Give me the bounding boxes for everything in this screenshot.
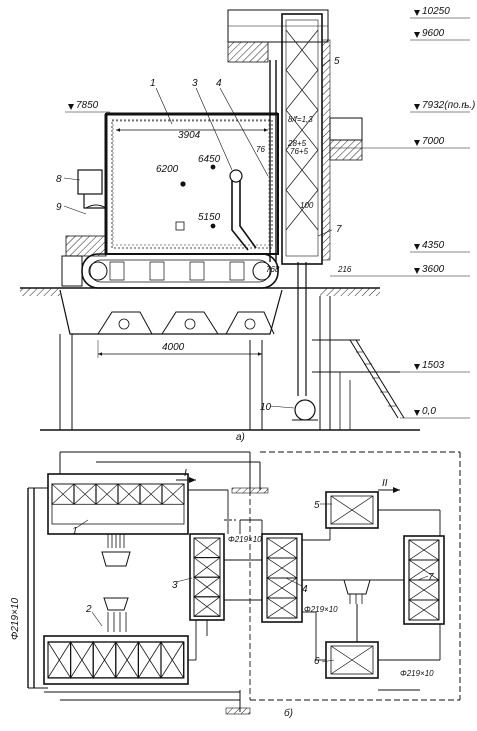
dimension-768: 768 (266, 265, 280, 274)
pipe-label-c: Φ219×10 (400, 669, 434, 678)
elevation-4350: 4350 (422, 240, 445, 251)
elevation-10250: 10250 (422, 6, 450, 17)
elevation-lines (65, 17, 470, 419)
ratio-label-3: 76+5 (290, 147, 309, 156)
pipe-label-a: Φ219×10 (228, 535, 262, 544)
pipe-label-b: Φ219×10 (304, 605, 338, 614)
elevation-0: 0,0 (422, 406, 436, 417)
callout-3: 3 (192, 78, 198, 89)
ratio-label-1: 8/f=1,3 (288, 115, 313, 124)
callout-b-1: 1 (72, 526, 78, 537)
section-a-labels: 10250 9600 7932(по.ѣ.) 7850 7000 4350 36… (56, 6, 475, 443)
dimension-6200: 6200 (156, 164, 179, 175)
callout-9: 9 (56, 202, 62, 213)
pipe-label-vertical: Φ219×10 (10, 598, 21, 640)
section-b (27, 451, 461, 715)
callout-b-3: 3 (172, 580, 178, 591)
caption-b: б) (284, 707, 293, 719)
callout-b-6: 6 (314, 656, 320, 667)
callout-b-5: 5 (314, 500, 320, 511)
callout-7: 7 (336, 224, 342, 235)
elevation-3600: 3600 (422, 264, 445, 275)
caption-a: а) (236, 432, 245, 443)
arrow-label-I: I (184, 468, 187, 479)
elevation-7000: 7000 (422, 136, 445, 147)
section-b-labels: Φ219×10 Φ219×10 Φ219×10 Φ219×10 1 2 3 4 … (10, 468, 434, 719)
callout-10: 10 (260, 402, 272, 413)
elevation-markers (68, 10, 420, 416)
elevation-7932: 7932(по.ѣ.) (422, 100, 475, 111)
dimension-6450: 6450 (198, 154, 221, 165)
arrow-label-II: II (382, 478, 388, 489)
callout-b-2: 2 (85, 604, 92, 615)
callout-8: 8 (56, 174, 62, 185)
section-a (20, 9, 470, 431)
dimension-100: 100 (300, 201, 314, 210)
dimension-76: 76 (256, 145, 265, 154)
callout-5: 5 (334, 56, 340, 67)
ratio-label-2: 28+5 (287, 139, 307, 148)
elevation-1503: 1503 (422, 360, 445, 371)
callout-b-4: 4 (302, 584, 308, 595)
callout-b-7: 7 (428, 572, 434, 583)
elevation-7850: 7850 (76, 100, 99, 111)
elevation-9600: 9600 (422, 28, 445, 39)
dimension-216: 216 (337, 265, 352, 274)
dimension-4000: 4000 (162, 342, 185, 353)
dimension-3904: 3904 (178, 130, 201, 141)
callout-1: 1 (150, 78, 156, 89)
dimension-5150: 5150 (198, 212, 221, 223)
callout-4: 4 (216, 78, 222, 89)
